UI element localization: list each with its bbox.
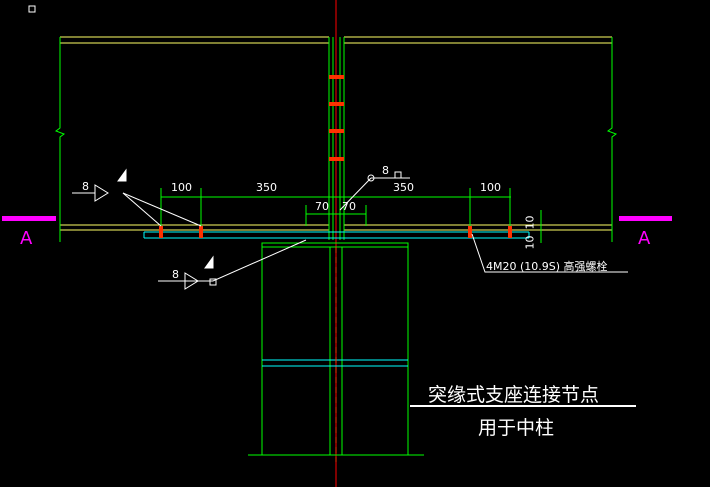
dim-left-a: 100 bbox=[171, 181, 192, 194]
section-label-left: A bbox=[20, 228, 33, 249]
title-underline bbox=[410, 405, 636, 407]
drawing-title: 突缘式支座连接节点 bbox=[428, 384, 600, 406]
column-stiffener bbox=[262, 359, 408, 367]
weld-symbols bbox=[94, 168, 402, 290]
beam-bottom-flange bbox=[60, 224, 612, 231]
section-marker-left bbox=[2, 216, 56, 221]
beam-ends bbox=[54, 37, 618, 242]
weld-tag-left-top: 8 bbox=[82, 180, 89, 193]
dimension-lines bbox=[160, 188, 542, 243]
ucs-marker bbox=[28, 5, 36, 13]
section-marker-right bbox=[619, 216, 672, 221]
dim-center-right: 70 bbox=[342, 200, 356, 213]
bearing-plate bbox=[143, 231, 530, 239]
dim-right-b: 350 bbox=[393, 181, 414, 194]
weld-tag-left-bottom: 8 bbox=[172, 268, 179, 281]
dim-center-left: 70 bbox=[315, 200, 329, 213]
flange-bolts bbox=[159, 226, 512, 238]
bolt-note: 4M20 (10.9S) 高强螺栓 bbox=[486, 260, 608, 273]
dim-left-b: 350 bbox=[256, 181, 277, 194]
end-plate-bolts bbox=[329, 75, 344, 161]
dim-right-a: 100 bbox=[480, 181, 501, 194]
leader-lines bbox=[72, 177, 628, 282]
column bbox=[248, 242, 424, 456]
drawing-subtitle: 用于中柱 bbox=[478, 417, 555, 439]
dim-vertical-bottom: 10 bbox=[523, 235, 537, 250]
weld-tag-right: 8 bbox=[382, 164, 389, 177]
section-label-right: A bbox=[638, 228, 651, 249]
dim-vertical-top: 10 bbox=[523, 215, 537, 230]
beam-top-flange bbox=[60, 36, 612, 44]
